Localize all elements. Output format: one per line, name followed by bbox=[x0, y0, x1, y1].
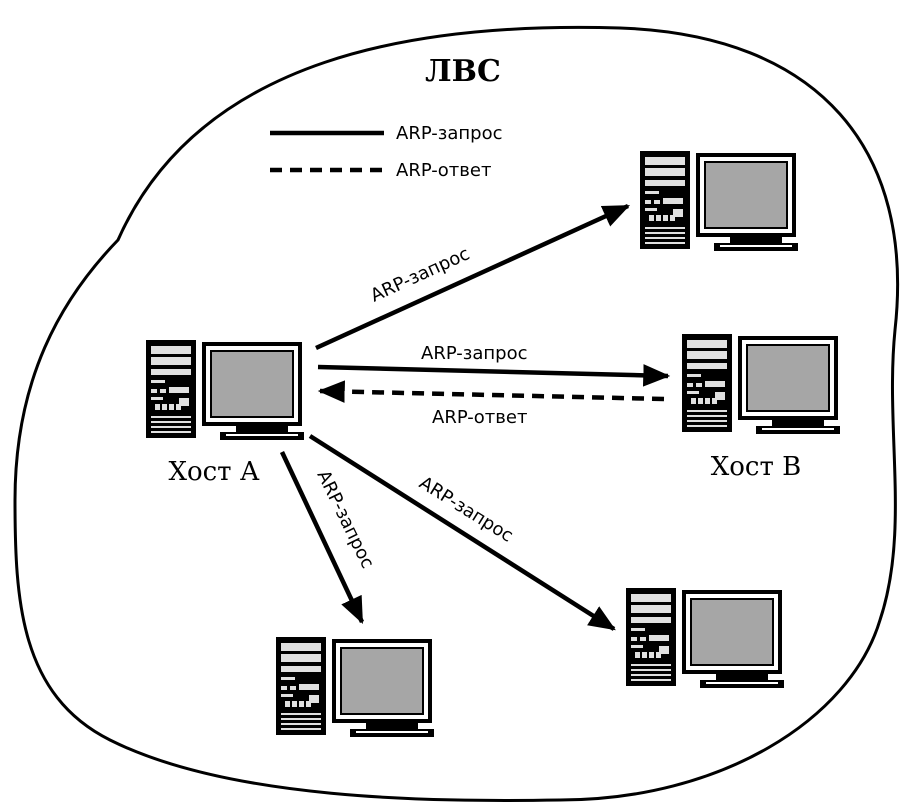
computer-icon-host-a bbox=[146, 340, 304, 440]
computer-icon-bottom-right bbox=[626, 588, 784, 688]
arrow-reply-from-b bbox=[317, 380, 665, 403]
computer-icon-top-right bbox=[640, 151, 798, 251]
arrow-label-to-top-right: ARP-запрос bbox=[367, 243, 473, 306]
legend-reply-label: ARP-ответ bbox=[396, 160, 491, 181]
host-b-label: Хост В bbox=[711, 452, 801, 482]
arrow-label-to-host-b: ARP-запрос bbox=[421, 343, 527, 364]
arrow-to-bottom bbox=[279, 451, 365, 625]
computer-icon-bottom bbox=[276, 637, 434, 737]
arrow-label-reply-from-b: ARP-ответ bbox=[432, 407, 527, 428]
arrow-label-to-bottom: ARP-запрос bbox=[313, 467, 379, 572]
arrow-to-top-right bbox=[315, 203, 631, 351]
legend-request-label: ARP-запрос bbox=[396, 123, 502, 144]
arrow-to-bottom-right bbox=[308, 434, 616, 631]
computer-icon-host-b bbox=[682, 334, 840, 434]
lan-boundary bbox=[13, 25, 900, 802]
arrow-to-host-b bbox=[317, 364, 671, 387]
host-a-label: Хост А bbox=[168, 457, 259, 487]
legend: ARP-запрос ARP-ответ bbox=[270, 123, 502, 181]
diagram-title: ЛВС bbox=[425, 54, 501, 89]
